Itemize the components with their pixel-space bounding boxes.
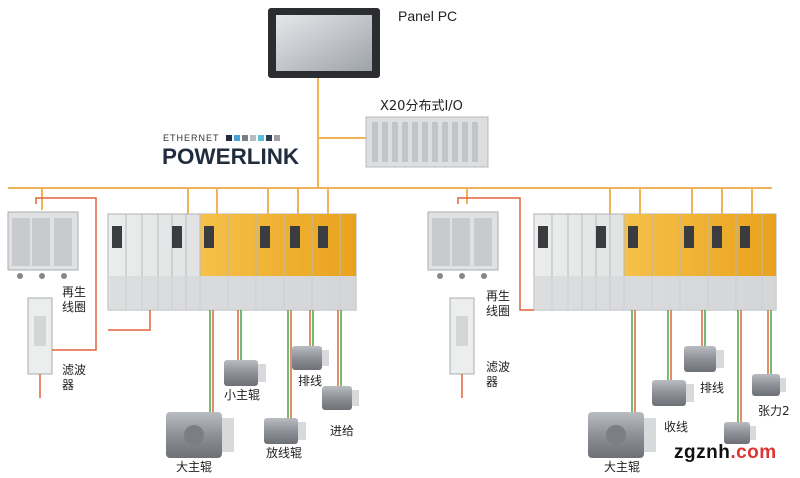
- left-feed-label: 进给: [330, 424, 355, 438]
- left-filter-label: 滤波器: [62, 363, 87, 392]
- watermark-tld: .com: [730, 442, 777, 463]
- left-motor-traverse: [292, 346, 329, 370]
- right-motor-traverse: [684, 346, 724, 372]
- powerlink-color-strip: [226, 135, 280, 141]
- right-motor-tension: [752, 374, 786, 396]
- x20-io-module: [365, 116, 489, 168]
- left-filter: [27, 297, 53, 375]
- x20-io-label: X20分布式I/O: [380, 99, 463, 114]
- right-tension-label: 张力2: [758, 404, 790, 418]
- left-motor-feed: [322, 386, 359, 410]
- left-unwind-roll-label: 放线辊: [266, 446, 303, 460]
- left-small-roll-label: 小主辊: [224, 388, 261, 402]
- right-wiring: [457, 197, 772, 422]
- powerlink-logo-text: POWERLINK: [162, 144, 300, 169]
- left-wiring: [35, 197, 342, 420]
- panel-pc-label: Panel PC: [398, 8, 458, 24]
- right-filter-label: 滤波器: [486, 360, 511, 389]
- right-drive-rack: [533, 213, 777, 311]
- left-regen-label: 再生线圈: [62, 285, 87, 314]
- right-traverse-label: 排线: [700, 381, 725, 395]
- panel-pc: [268, 8, 380, 78]
- watermark-main: zgznh: [674, 442, 731, 463]
- right-filter: [449, 297, 475, 375]
- left-main-roll-label: 大主辊: [176, 460, 213, 474]
- right-motor-unlabeled: [724, 422, 756, 444]
- left-motor-small-roll: [224, 360, 266, 386]
- right-motor-main-roll: [588, 412, 656, 458]
- left-motor-unwind: [264, 418, 306, 444]
- left-drive-rack: [107, 213, 357, 311]
- right-main-roll-label: 大主辊: [604, 460, 641, 474]
- right-wind-label: 收线: [664, 420, 689, 434]
- left-regen-resistors: [7, 211, 79, 279]
- left-traverse-label: 排线: [298, 374, 323, 388]
- right-regen-label: 再生线圈: [486, 289, 511, 318]
- network-bus: [8, 78, 772, 214]
- right-regen-resistors: [427, 211, 499, 279]
- right-motor-wind: [652, 380, 694, 406]
- ethernet-label: ETHERNET: [163, 133, 220, 143]
- watermark: zgznh.com: [674, 442, 777, 464]
- left-motor-main-roll: [166, 412, 234, 458]
